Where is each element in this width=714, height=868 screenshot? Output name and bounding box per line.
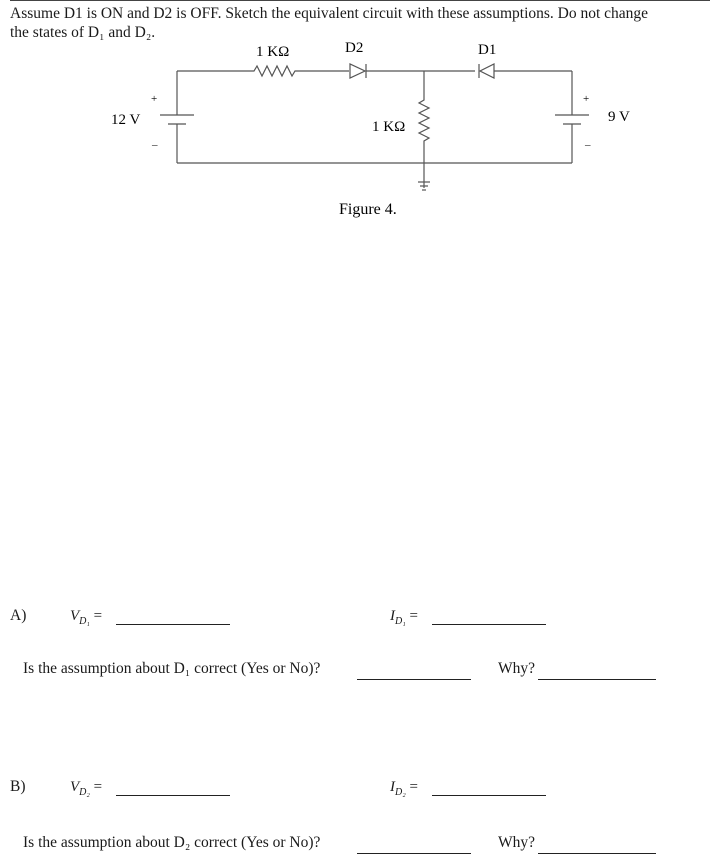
part-b-i-equals: = <box>409 779 418 795</box>
part-a-question: Is the assumption about D₁ correct (Yes … <box>23 660 321 677</box>
part-b-letter: B) <box>10 778 26 795</box>
problem-statement: Assume D1 is ON and D2 is OFF. Sketch th… <box>10 4 710 42</box>
part-a-v-var: V <box>70 608 80 624</box>
part-b-why: Why? <box>498 834 536 851</box>
part-a-vd1-label: VD₁ = <box>70 608 102 627</box>
problem-line-2: the states of D₁ and D₂. <box>10 24 156 41</box>
d2-label: D2 <box>345 40 363 56</box>
part-a-why-blank[interactable] <box>538 679 656 680</box>
part-b-v-sub: D₂ <box>79 787 90 798</box>
battery-12v-minus: – <box>151 139 158 151</box>
battery-12v-plus: + <box>151 93 157 105</box>
part-b-id2-blank[interactable] <box>432 795 546 796</box>
part-b-v-var: V <box>70 779 80 795</box>
part-b-yesno-blank[interactable] <box>357 853 471 854</box>
diode-d1-triangle <box>478 63 495 79</box>
resistor-1 <box>250 64 300 78</box>
battery-12v-label: 12 V <box>111 112 140 128</box>
top-rule <box>10 0 710 1</box>
battery-9v-plus: + <box>583 93 589 105</box>
problem-line-1: Assume D1 is ON and D2 is OFF. Sketch th… <box>10 5 649 22</box>
part-a-yesno-blank[interactable] <box>357 679 471 680</box>
part-a-v-sub: D₁ <box>79 616 90 627</box>
part-a-i-sub: D₁ <box>395 616 406 627</box>
part-b-id2-label: ID₂ = <box>390 779 418 798</box>
diode-d2-triangle <box>349 63 367 79</box>
circuit-diagram: 1 KΩ D2 D1 + – 12 V + – 9 V 1 KΩ Figure … <box>111 40 630 218</box>
part-a-i-var: I <box>390 608 395 624</box>
part-b-i-sub: D₂ <box>395 787 406 798</box>
part-a-i-equals: = <box>409 608 418 624</box>
part-b-question: Is the assumption about D₂ correct (Yes … <box>23 834 321 851</box>
part-a-letter: A) <box>10 607 27 624</box>
part-a-id1-blank[interactable] <box>432 624 546 625</box>
r1-label: 1 KΩ <box>256 44 289 60</box>
part-b-vd2-label: VD₂ = <box>70 779 102 798</box>
figure-caption: Figure 4. <box>339 201 397 218</box>
battery-9v-label: 9 V <box>608 109 630 125</box>
part-a-why: Why? <box>498 660 536 677</box>
part-a-id1-label: ID₁ = <box>390 608 418 627</box>
part-a-v-equals: = <box>93 608 103 624</box>
part-b-i-var: I <box>390 779 395 795</box>
d1-label: D1 <box>478 42 496 58</box>
part-a-vd1-blank[interactable] <box>116 624 230 625</box>
r2-label: 1 KΩ <box>372 119 405 135</box>
part-b-why-blank[interactable] <box>538 853 656 854</box>
resistor-2 <box>417 96 431 145</box>
battery-9v-minus: – <box>584 139 591 151</box>
part-b-vd2-blank[interactable] <box>116 795 230 796</box>
part-b-v-equals: = <box>93 779 103 795</box>
